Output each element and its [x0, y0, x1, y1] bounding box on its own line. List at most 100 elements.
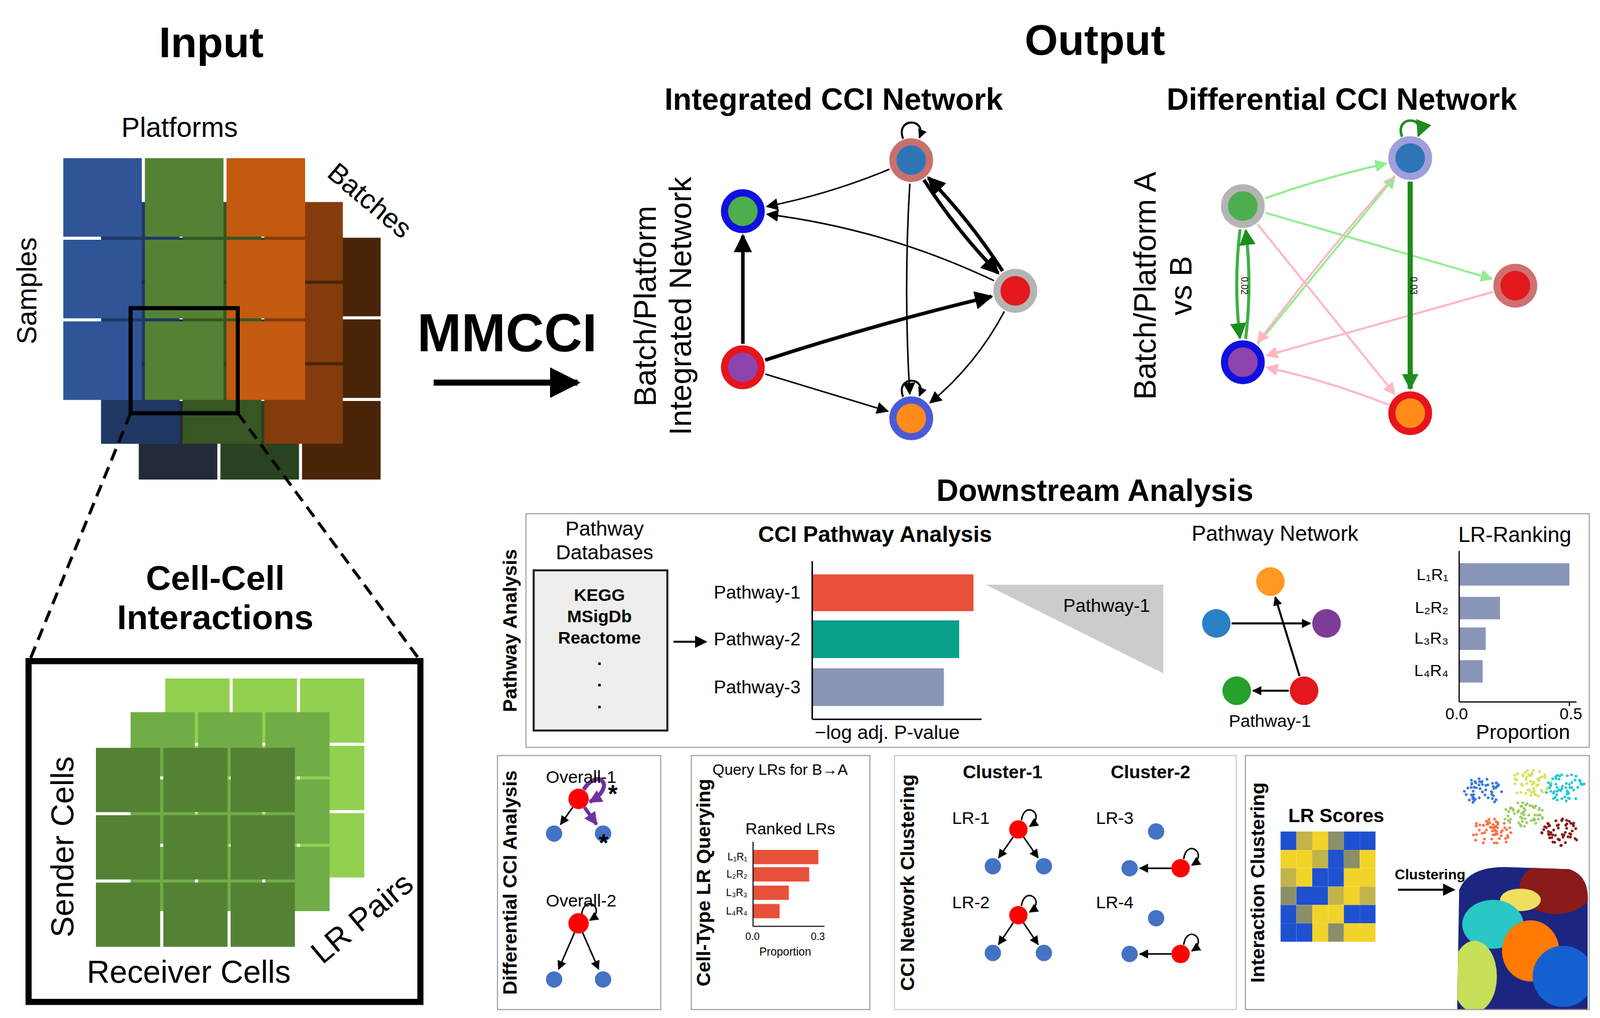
panel-text: * [607, 779, 618, 808]
panel-title: CCI Network Clustering [896, 773, 920, 991]
panel-text: L₁R₁ [1416, 565, 1449, 585]
loss-arrow [1266, 291, 1494, 356]
panel-text: L₂R₂ [726, 867, 748, 880]
heatmap-cell [1296, 831, 1313, 850]
umap-dot [1482, 823, 1486, 827]
umap-dot [1524, 792, 1528, 796]
umap-dot [1533, 813, 1537, 817]
heatmap-cell [1359, 923, 1376, 942]
umap-dot [1554, 776, 1558, 780]
umap-dot [1546, 822, 1550, 826]
umap-dot [1537, 808, 1541, 812]
interaction-arrow [1023, 837, 1038, 859]
umap-dot [1489, 825, 1492, 829]
umap-dot [1540, 831, 1544, 835]
network-node [1256, 567, 1285, 596]
heatmap-cell [1344, 886, 1360, 906]
umap-dot [1568, 836, 1572, 840]
umap-dot [1530, 791, 1534, 794]
bar [1459, 660, 1483, 683]
heatmap-cell [1312, 923, 1328, 942]
umap-dot [1537, 818, 1540, 822]
umap-dot [1490, 797, 1494, 801]
heatmap-cell [1296, 849, 1313, 869]
bar [752, 904, 780, 919]
interaction-arrow [1023, 922, 1038, 945]
umap-dot [1561, 785, 1565, 789]
umap-dot [1554, 819, 1558, 823]
umap-dot [1531, 786, 1535, 790]
umap-dot [1513, 812, 1517, 816]
analysis-panel: CCI Network ClusteringCluster-1Cluster-2… [893, 755, 1237, 1011]
sender-node [568, 788, 589, 809]
umap-dot [1526, 769, 1529, 772]
umap-dot [1491, 794, 1495, 798]
heatmap-cell [1327, 904, 1344, 924]
panel-text: * [598, 828, 609, 857]
umap-dot [1523, 817, 1527, 821]
umap-dot [1491, 823, 1495, 827]
umap-dot [1531, 769, 1535, 772]
umap-dot [1541, 775, 1544, 779]
bar [752, 867, 809, 882]
umap-dot [1535, 784, 1539, 788]
umap-dot [1546, 781, 1550, 785]
umap-dot [1551, 840, 1555, 844]
receiver-node [1148, 910, 1165, 927]
umap-dot [1557, 777, 1561, 781]
umap-dot [1519, 815, 1522, 819]
interaction-arrow [558, 932, 575, 970]
analysis-panel: Cell-Type LR QueryingQuery LRs for B→ARa… [691, 755, 871, 1011]
umap-dot [1506, 814, 1510, 818]
panel-text: Pathway-3 [713, 676, 801, 699]
umap-dot [1543, 773, 1547, 777]
umap-dot [1563, 795, 1567, 799]
umap-dot [1521, 784, 1525, 787]
pathway-arrow [1231, 622, 1310, 625]
label-text: Samples [11, 237, 44, 345]
heatmap-cell [1312, 831, 1328, 850]
umap-dot [1490, 791, 1494, 794]
heatmap-cell [1327, 849, 1344, 869]
panel-text: LR Pairs [303, 865, 421, 972]
heatmap-cell [1359, 831, 1376, 850]
umap-dot [1567, 796, 1570, 800]
umap-dot [1551, 777, 1555, 781]
umap-dot [1553, 834, 1557, 838]
interaction-arrow [928, 177, 1004, 272]
tissue-region [1532, 945, 1594, 1008]
label-text: Batch/Platform Integrated Network [628, 153, 699, 460]
receiver-node [546, 971, 563, 988]
umap-dot [1478, 823, 1482, 827]
umap-dot [1560, 787, 1564, 791]
umap-dot [1528, 804, 1532, 808]
umap-dot [1475, 833, 1479, 837]
interaction-arrow [741, 235, 745, 344]
umap-dot [1557, 839, 1561, 842]
bar [812, 574, 974, 612]
umap-dot [1542, 828, 1546, 832]
umap-dot [1534, 793, 1538, 797]
umap-dot [1519, 791, 1523, 794]
umap-dot [1486, 820, 1490, 824]
network-node [892, 141, 930, 179]
network-node [1497, 267, 1535, 305]
bar [1459, 596, 1501, 620]
label-text: 0.03 [1408, 276, 1419, 295]
interaction-arrow [582, 932, 599, 970]
loss-arrow [1257, 224, 1395, 395]
panel-text: Overall-1 [546, 767, 617, 788]
panel-text: LR-1 [952, 807, 990, 829]
umap-dot [1560, 819, 1564, 823]
umap-dot [1575, 838, 1579, 842]
axis [752, 841, 754, 927]
umap-dot [1515, 791, 1519, 795]
umap-dot [1524, 803, 1528, 807]
sender-node [1171, 944, 1190, 964]
heatmap-cell [1359, 849, 1376, 869]
umap-dot [1487, 818, 1491, 822]
umap-dot [1560, 818, 1564, 822]
network-node [996, 272, 1034, 310]
heatmap-cell [1296, 923, 1313, 942]
